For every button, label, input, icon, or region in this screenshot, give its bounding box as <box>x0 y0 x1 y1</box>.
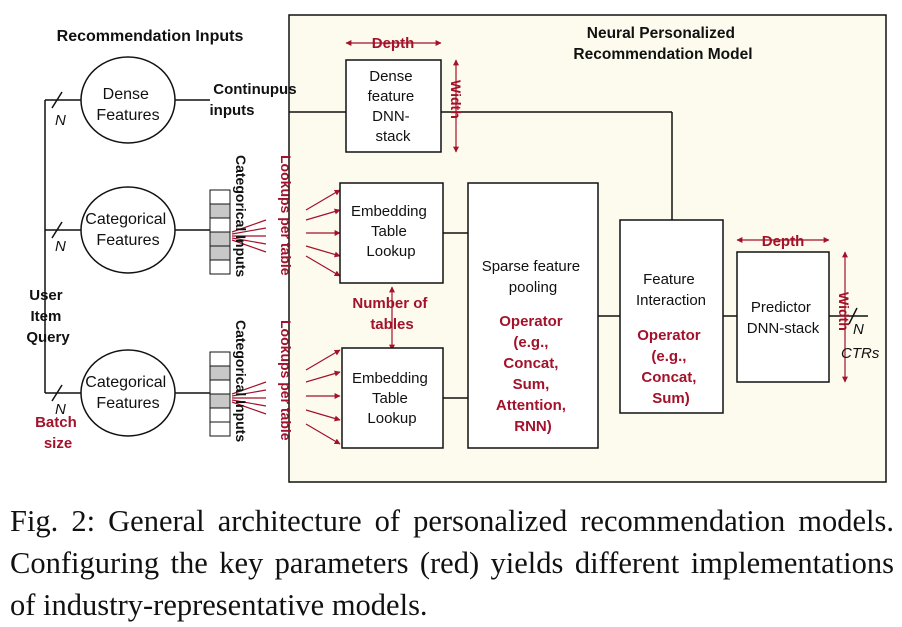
figure-caption: Fig. 2: General architecture of personal… <box>10 504 894 622</box>
dense-features-label: Dense Features <box>96 86 159 124</box>
interaction-operator-label: Operator (e.g., Concat, Sum) <box>637 327 705 407</box>
depth-label-dense: Depth <box>372 35 415 52</box>
feature-interaction-box <box>619 219 724 414</box>
categorical-inputs-label-1: Categorical Inputs <box>233 155 249 277</box>
embedding-table-label-2: Embedding Table Lookup <box>352 370 432 427</box>
lookup-rays <box>231 40 848 445</box>
depth-label-predictor: Depth <box>762 233 805 250</box>
n-label-dense: N <box>55 112 66 129</box>
predictor-label: Predictor DNN-stack <box>747 299 820 337</box>
categorical-features-label-2: Categorical Features <box>85 374 170 412</box>
number-of-tables-label: Number of tables <box>352 295 431 333</box>
width-label-predictor: Width <box>836 292 852 331</box>
embedding-table-label-1: Embedding Table Lookup <box>351 203 431 260</box>
output-n-label: N <box>853 321 864 338</box>
architecture-diagram: Recommendation Inputs Dense Features Cat… <box>26 14 887 483</box>
categorical-input-cells-1 <box>209 189 231 275</box>
predictor-dnn-stack-box <box>736 251 830 383</box>
embedding-table-box-1 <box>339 182 444 284</box>
lookups-per-table-label-1: Lookups per table <box>278 155 294 276</box>
sparse-pooling-box <box>467 182 599 449</box>
feature-interaction-label: Feature Interaction <box>636 271 706 309</box>
n-label-categorical-1: N <box>55 238 66 255</box>
lookups-per-table-label-2: Lookups per table <box>278 320 294 441</box>
continuous-inputs-label: Continupus inputs <box>210 81 301 119</box>
embedding-table-box-2 <box>341 347 444 449</box>
dense-dnn-stack-box <box>345 59 442 153</box>
categorical-features-circle-2 <box>80 349 176 437</box>
dense-dnn-stack-label: Dense feature DNN- stack <box>368 68 419 145</box>
categorical-input-cells-2 <box>209 351 231 437</box>
n-label-categorical-2: N <box>55 401 66 418</box>
model-title: Neural Personalized Recommendation Model <box>573 25 752 63</box>
sparse-pooling-label: Sparse feature pooling <box>482 258 585 296</box>
categorical-features-circle-1 <box>80 186 176 274</box>
dense-features-circle <box>80 56 176 144</box>
categorical-inputs-label-2: Categorical Inputs <box>233 320 249 442</box>
pooling-operator-label: Operator (e.g., Concat, Sum, Attention, … <box>496 313 570 435</box>
batch-size-label: Batch size <box>35 414 81 452</box>
inputs-title: Recommendation Inputs <box>57 28 244 45</box>
user-item-query-label: User Item Query <box>26 287 70 346</box>
width-label-dense: Width <box>448 80 464 119</box>
connector-lines <box>44 91 868 402</box>
categorical-features-label-1: Categorical Features <box>85 211 170 249</box>
ctrs-label: CTRs <box>841 345 880 362</box>
